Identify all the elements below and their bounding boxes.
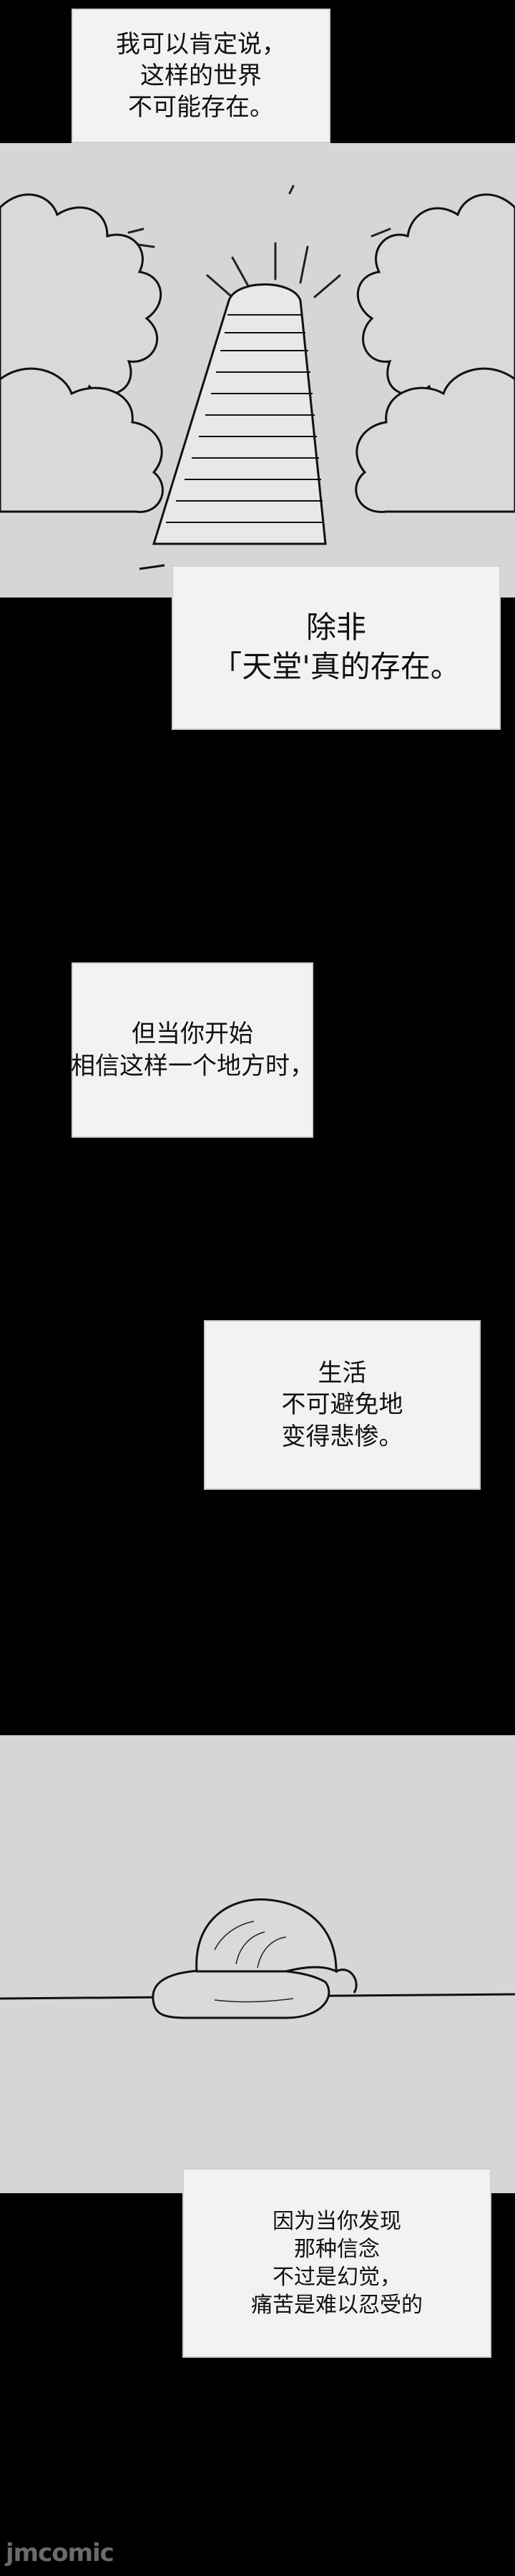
caption-box-5: 因为当你发现 那种信念 不过是幻觉， 痛苦是难以忍受的 — [182, 2168, 491, 2358]
caption-3-line-1: 但当你开始 — [132, 1020, 253, 1049]
caption-4-line-3: 变得悲惨。 — [281, 1422, 403, 1451]
caption-3-line-2: 相信这样一个地方时， — [71, 1051, 314, 1080]
caption-box-4: 生活 不可避免地 变得悲惨。 — [204, 1320, 481, 1490]
caption-box-2: 除非 「天堂'真的存在。 — [172, 565, 501, 730]
caption-text-4: 生活 不可避免地 变得悲惨。 — [282, 1357, 403, 1453]
caption-1-line-2: 这样的世界 — [140, 61, 262, 90]
caption-2-line-2: 「天堂'真的存在。 — [212, 649, 461, 684]
girl-lying-illustration — [0, 1735, 515, 2193]
caption-5-line-2: 那种信念 — [294, 2236, 380, 2262]
caption-5-line-1: 因为当你发现 — [273, 2208, 401, 2234]
stairway-clouds-illustration — [0, 143, 515, 597]
caption-text-5: 因为当你发现 那种信念 不过是幻觉， 痛苦是难以忍受的 — [251, 2207, 423, 2319]
caption-5-line-4: 痛苦是难以忍受的 — [251, 2292, 423, 2318]
caption-4-line-2: 不可避免地 — [281, 1390, 403, 1420]
caption-1-line-1: 我可以肯定说， — [116, 29, 286, 59]
caption-5-line-3: 不过是幻觉， — [273, 2264, 401, 2290]
stairway-panel — [0, 143, 515, 597]
caption-box-3: 但当你开始 相信这样一个地方时， — [71, 962, 314, 1138]
caption-box-1: 我可以肯定说， 这样的世界 不可能存在。 — [72, 9, 330, 143]
caption-text-2: 除非 「天堂'真的存在。 — [212, 608, 461, 686]
caption-1-line-3: 不可能存在。 — [128, 93, 274, 122]
caption-2-line-1: 除非 — [305, 610, 366, 645]
watermark-logo: jmcomic — [6, 2539, 114, 2567]
caption-text-1: 我可以肯定说， 这样的世界 不可能存在。 — [116, 29, 286, 124]
caption-text-3: 但当你开始 相信这样一个地方时， — [71, 1018, 314, 1081]
caption-4-line-1: 生活 — [318, 1359, 367, 1388]
girl-lying-panel — [0, 1735, 515, 2193]
